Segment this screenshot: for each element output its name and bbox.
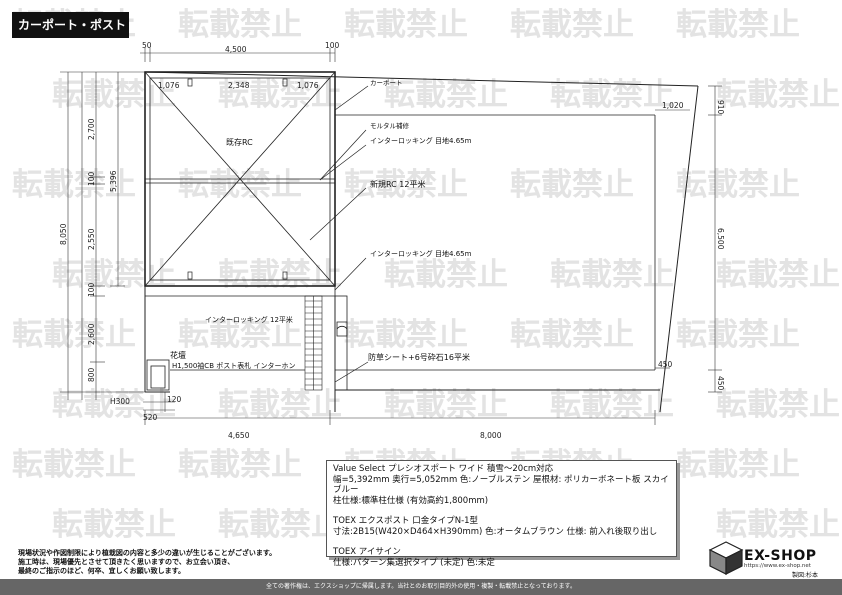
dim-right-main: 6,500	[716, 228, 725, 250]
dim-h300: H300	[110, 397, 130, 406]
logo-url: https://www.ex-shop.net	[744, 563, 811, 569]
dim-left-800: 800	[87, 367, 96, 382]
drafter-name: 製図:杉本	[792, 572, 819, 579]
note-3: 最終のご指示のほど、何卒、宜しくお願い致します。	[18, 567, 185, 575]
label-mortar: モルタル補修	[370, 121, 410, 130]
dim-carport-a: 1,076	[158, 81, 180, 90]
spec-line-5: 寸法:2B15(W420×D464×H390mm) 色:オータムブラウン 仕様:…	[333, 526, 658, 537]
dim-top-left: 50	[142, 41, 152, 50]
watermark-text: 転載禁止	[218, 507, 342, 543]
watermark-text: 転載禁止	[178, 7, 302, 43]
watermark-text: 転載禁止	[218, 387, 342, 423]
watermark-text: 転載禁止	[676, 317, 800, 353]
dim-right-bottom: 450	[716, 376, 725, 391]
spec-box: Value Select プレシオスポート ワイド 積雪〜20cm対応 幅=5,…	[326, 460, 677, 568]
watermark-text: 転載禁止	[384, 257, 508, 293]
dim-right-1020: 1,020	[662, 101, 684, 110]
spec-line-6: TOEX アイサイン	[333, 547, 401, 557]
area-labels: カーポート モルタル補修 インターロッキング 目地4.65m 既存RC 新規RC…	[170, 79, 472, 370]
logo-text: EX-SHOP	[744, 548, 817, 564]
spec-line-3: 柱仕様:標準柱仕様 (有効高約1,800mm)	[333, 495, 489, 506]
dim-left-2700: 2,700	[87, 118, 96, 140]
spec-line-2: 幅=5,392mm 奥行=5,052mm 色:ノーブルステン 屋根材: ポリカー…	[333, 474, 669, 496]
watermark-text: 転載禁止	[178, 317, 302, 353]
spec-line-1: Value Select プレシオスポート ワイド 積雪〜20cm対応	[333, 464, 554, 474]
watermark-text: 転載禁止	[12, 167, 136, 203]
label-cb-wall: H1,500袖CB ポスト表札 インターホン	[172, 361, 295, 370]
label-interlocking-12: インターロッキング 12平米	[205, 315, 293, 324]
watermark-text: 転載禁止	[52, 257, 176, 293]
watermark-text: 転載禁止	[510, 317, 634, 353]
dim-left-2600: 2,600	[87, 323, 96, 345]
dim-right-top: 910	[716, 100, 725, 115]
spec-line-4: TOEX エクスポスト 口金タイプN-1型	[333, 516, 479, 526]
watermark-text: 転載禁止	[12, 447, 136, 483]
label-existing-rc: 既存RC	[226, 137, 253, 147]
dim-left-100a: 100	[87, 171, 96, 186]
watermark-text: 転載禁止	[52, 77, 176, 113]
watermark-text: 転載禁止	[676, 167, 800, 203]
dimension-lines	[60, 48, 722, 425]
footer-copyright: 全ての著作権は、エクスショップに帰属します。当社とのお取引目的外の使用・複製・転…	[0, 579, 842, 595]
ex-shop-logo-icon	[708, 541, 744, 575]
watermark-text: 転載禁止	[676, 447, 800, 483]
watermark-text: 転載禁止	[510, 167, 634, 203]
note-2: 施工時は、現場優先とさせて頂きたく思いますので、お立会い頂き、	[18, 558, 235, 566]
dim-top-right: 100	[325, 41, 340, 50]
watermark-text: 転載禁止	[178, 167, 302, 203]
watermark-text: 転載禁止	[52, 507, 176, 543]
watermark-text: 転載禁止	[384, 77, 508, 113]
watermark-text: 転載禁止	[676, 7, 800, 43]
watermark-text: 転載禁止	[344, 167, 468, 203]
watermark-text: 転載禁止	[218, 257, 342, 293]
dim-left-2550: 2,550	[87, 228, 96, 250]
dim-carport-b: 2,348	[228, 81, 250, 90]
watermark-text: 転載禁止	[344, 7, 468, 43]
watermark-text: 転載禁止	[178, 447, 302, 483]
spec-line-7: 仕様:パターン集選択タイプ (未定) 色:未定	[333, 557, 495, 568]
label-interlocking-mid: インターロッキング 目地4.65m	[370, 249, 472, 258]
watermark-text: 転載禁止	[716, 77, 840, 113]
watermark-text: 転載禁止	[12, 317, 136, 353]
page-title: カーポート・ポスト	[12, 12, 129, 38]
watermark-text: 転載禁止	[344, 317, 468, 353]
dim-520: 520	[143, 413, 158, 422]
dim-left-100b: 100	[87, 282, 96, 297]
dim-top-width: 4,500	[225, 45, 247, 54]
mailbox-post	[334, 295, 348, 391]
dim-carport-c: 1,076	[297, 81, 319, 90]
note-1: 現場状況や作図制限により植栽図の内容と多少の違いが生じることがございます。	[18, 549, 277, 557]
watermark-text: 転載禁止	[218, 77, 342, 113]
watermark-text: 転載禁止	[52, 387, 176, 423]
notes: 現場状況や作図制限により植栽図の内容と多少の違いが生じることがございます。 施工…	[18, 549, 276, 576]
label-interlocking-top: インターロッキング 目地4.65m	[370, 136, 472, 145]
dim-left-total: 8,050	[59, 223, 68, 245]
label-new-rc: 新規RC 12平米	[370, 179, 425, 189]
dim-bottom-right: 8,000	[480, 431, 502, 440]
watermark-text: 転載禁止	[384, 387, 508, 423]
flowerbed	[146, 359, 170, 391]
cb-wall	[304, 295, 323, 391]
label-flowerbed: 花壇	[170, 350, 186, 360]
watermark-text: 転載禁止	[550, 387, 674, 423]
leader-lines	[309, 85, 369, 383]
watermark-text: 転載禁止	[550, 257, 674, 293]
dim-left-5396: 5,396	[109, 170, 118, 192]
dimension-texts: 50 4,500 100 1,076 2,348 1,076 910 6,500…	[59, 41, 725, 440]
watermark-text: 転載禁止	[716, 387, 840, 423]
dim-bottom-left: 4,650	[228, 431, 250, 440]
watermark-text: 転載禁止	[716, 257, 840, 293]
label-carport: カーポート	[370, 79, 403, 87]
watermark-text: 転載禁止	[510, 7, 634, 43]
dim-right-450: 450	[658, 360, 673, 369]
watermark-layer: 転載禁止転載禁止転載禁止転載禁止転載禁止転載禁止転載禁止転載禁止転載禁止転載禁止…	[12, 7, 840, 543]
watermark-text: 転載禁止	[716, 507, 840, 543]
interior-lines	[145, 72, 656, 390]
dim-120: 120	[167, 395, 182, 404]
label-weed-sheet: 防草シート+6号砕石16平米	[368, 352, 470, 362]
